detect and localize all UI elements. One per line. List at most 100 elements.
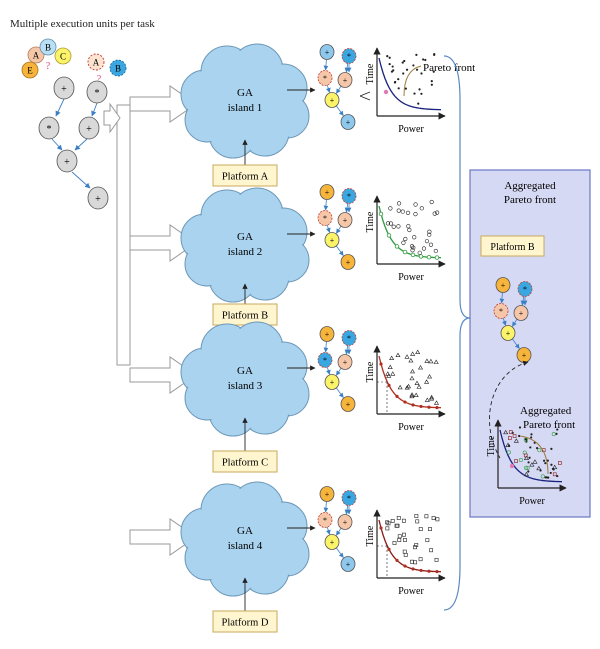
- task-node-mul-mid: [38, 116, 60, 140]
- data-point: [396, 516, 401, 520]
- data-point: [506, 450, 511, 455]
- front-point: [386, 233, 392, 238]
- task-node-label: *: [323, 356, 327, 365]
- data-point: [433, 400, 439, 405]
- task-node: [319, 486, 335, 502]
- cloud-shape: [180, 481, 310, 597]
- task-node: [317, 352, 333, 368]
- data-point: [385, 371, 391, 376]
- island-subtitle: island 1: [228, 102, 263, 114]
- data-point: [413, 212, 418, 217]
- data-point: [528, 456, 531, 459]
- data-point: [385, 221, 391, 226]
- data-point: [401, 518, 406, 523]
- unit-a-node: [27, 46, 45, 64]
- data-point: [388, 56, 391, 59]
- data-point: [540, 474, 545, 479]
- data-point: [550, 447, 553, 451]
- task-node: [513, 305, 529, 321]
- platform-label: Platform B: [222, 311, 268, 322]
- data-point: [428, 242, 434, 247]
- task-node: [340, 254, 356, 270]
- front-point: [411, 567, 415, 571]
- data-point: [530, 433, 533, 436]
- data-point: [409, 244, 415, 249]
- x-axis-label: Power: [519, 496, 545, 507]
- task-node-label: +: [325, 490, 330, 499]
- data-point: [390, 371, 396, 376]
- task-node: [317, 210, 333, 226]
- island-task-graph: +**+++: [317, 326, 357, 412]
- data-point: [403, 59, 406, 63]
- data-point: [432, 211, 437, 216]
- task-node: [341, 490, 357, 506]
- task-node: [324, 232, 340, 248]
- data-point: [525, 438, 528, 441]
- unit-a-label: A: [33, 51, 40, 61]
- y-axis-label: Time: [486, 435, 497, 456]
- task-node: [341, 188, 357, 204]
- data-point: [397, 534, 402, 539]
- x-axis-label: Power: [398, 272, 424, 283]
- front-point: [435, 569, 439, 574]
- task-node-label: +: [325, 330, 330, 339]
- data-point: [409, 368, 416, 374]
- data-point: [414, 380, 420, 386]
- aggregated-panel: Aggregated Pareto front Platform B +**++…: [469, 169, 591, 518]
- data-point: [408, 357, 414, 363]
- data-point: [406, 383, 412, 389]
- task-graph: + * * + + +: [38, 76, 109, 210]
- front-point: [419, 404, 423, 409]
- task-node-label: *: [499, 307, 503, 316]
- task-node-label: *: [323, 516, 327, 525]
- task-node-label: +: [95, 194, 101, 205]
- data-point: [402, 532, 406, 537]
- data-point: [418, 527, 423, 531]
- task-node-label: +: [343, 76, 348, 85]
- unit-c-node: [54, 47, 72, 65]
- data-point: [386, 373, 392, 378]
- data-point: [518, 434, 521, 438]
- data-point: [545, 476, 548, 479]
- unit-b2-label: B: [115, 64, 121, 74]
- island-subtitle: island 3: [228, 380, 263, 392]
- task-node-label: +: [346, 400, 351, 409]
- task-node-label: +: [330, 96, 335, 105]
- data-point: [435, 517, 440, 522]
- x-axis-label: Power: [398, 422, 424, 433]
- data-point: [401, 240, 406, 245]
- island-task-graph: +**+++: [317, 184, 357, 270]
- task-node-label: +: [519, 309, 524, 318]
- data-point: [430, 79, 433, 83]
- data-point: [404, 354, 410, 359]
- data-point: [530, 436, 533, 439]
- data-point: [550, 463, 553, 466]
- data-point: [389, 355, 395, 360]
- data-point: [385, 526, 390, 531]
- pareto-front-label: Pareto front: [423, 62, 475, 74]
- front-point: [411, 403, 415, 407]
- data-point: [413, 545, 417, 550]
- data-point: [413, 92, 416, 95]
- task-node-add-low: [56, 149, 78, 173]
- platform-box: [212, 450, 278, 473]
- task-node-label: +: [86, 124, 92, 135]
- front-point: [387, 547, 391, 552]
- data-point: [403, 236, 408, 242]
- arrow-to-island-2: [129, 224, 197, 262]
- aggregated-platform-box: [480, 235, 545, 257]
- aggregated-title-line2: Pareto front: [504, 194, 556, 206]
- data-point: [419, 206, 424, 211]
- data-point: [424, 397, 430, 402]
- data-point: [537, 448, 542, 453]
- data-point: [518, 458, 523, 463]
- data-point: [508, 430, 513, 434]
- task-node: [500, 325, 516, 341]
- data-point: [410, 351, 416, 356]
- data-point: [505, 442, 511, 447]
- data-point: [397, 538, 402, 542]
- data-point: [406, 224, 411, 229]
- data-point: [424, 358, 430, 363]
- task-node: [324, 374, 340, 390]
